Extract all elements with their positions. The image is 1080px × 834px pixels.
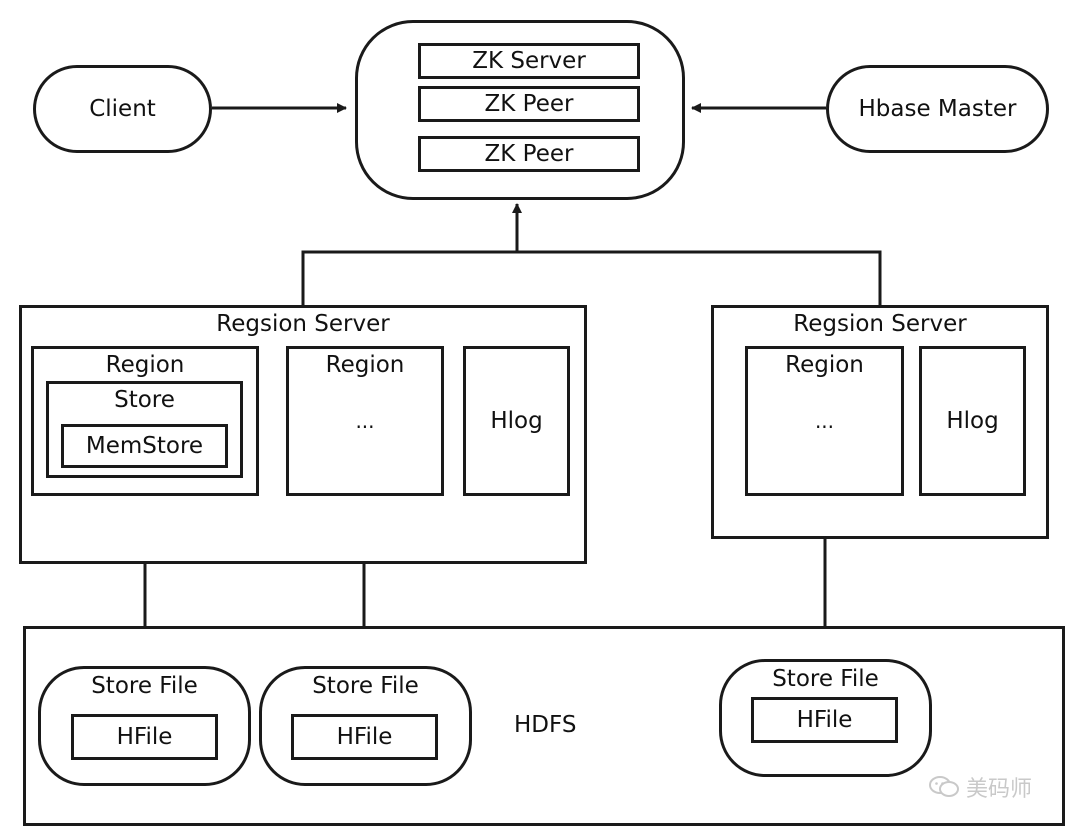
chat-bubble-icon [929,776,959,797]
zk-server-box: ZK Server [418,43,640,79]
hlog-box: Hlog [463,346,570,496]
hfile-box: HFile [751,697,898,743]
region-box: Region ... [286,346,444,496]
region-ellipsis: ... [814,409,835,433]
hfile-box: HFile [71,714,218,760]
region-title: Region [105,352,185,378]
client-node: Client [33,65,212,153]
watermark: 美码师 [928,770,1058,804]
store-file-title: Store File [312,673,419,699]
hbase-master-label: Hbase Master [858,96,1017,122]
memstore-label: MemStore [85,433,204,459]
region-box: Region ... [745,346,904,496]
zk-peer-label: ZK Peer [484,91,574,117]
region-ellipsis: ... [355,409,375,433]
store-title: Store [114,387,175,413]
client-label: Client [89,96,156,122]
zk-peer-box: ZK Peer [418,86,640,122]
store-file-title: Store File [772,666,879,692]
region-server-title: Regsion Server [793,311,967,337]
watermark-text: 美码师 [966,777,1033,802]
hlog-box: Hlog [919,346,1026,496]
hfile-label: HFile [336,724,393,750]
region-title: Region [785,352,864,378]
zk-peer-label: ZK Peer [484,141,574,167]
hdfs-label: HDFS [514,712,577,738]
regionservers-to-zookeeper-connector [301,250,882,305]
hbase-master-node: Hbase Master [826,65,1049,153]
hfile-label: HFile [796,707,853,733]
zk-peer-box: ZK Peer [418,136,640,172]
region-server-title: Regsion Server [216,311,390,337]
hfile-box: HFile [291,714,438,760]
store-file-title: Store File [91,673,198,699]
memstore-box: MemStore [61,424,228,468]
region-title: Region [325,352,405,378]
hfile-label: HFile [116,724,173,750]
zk-server-label: ZK Server [472,48,586,74]
hlog-label: Hlog [490,408,543,434]
hlog-label: Hlog [946,408,999,434]
